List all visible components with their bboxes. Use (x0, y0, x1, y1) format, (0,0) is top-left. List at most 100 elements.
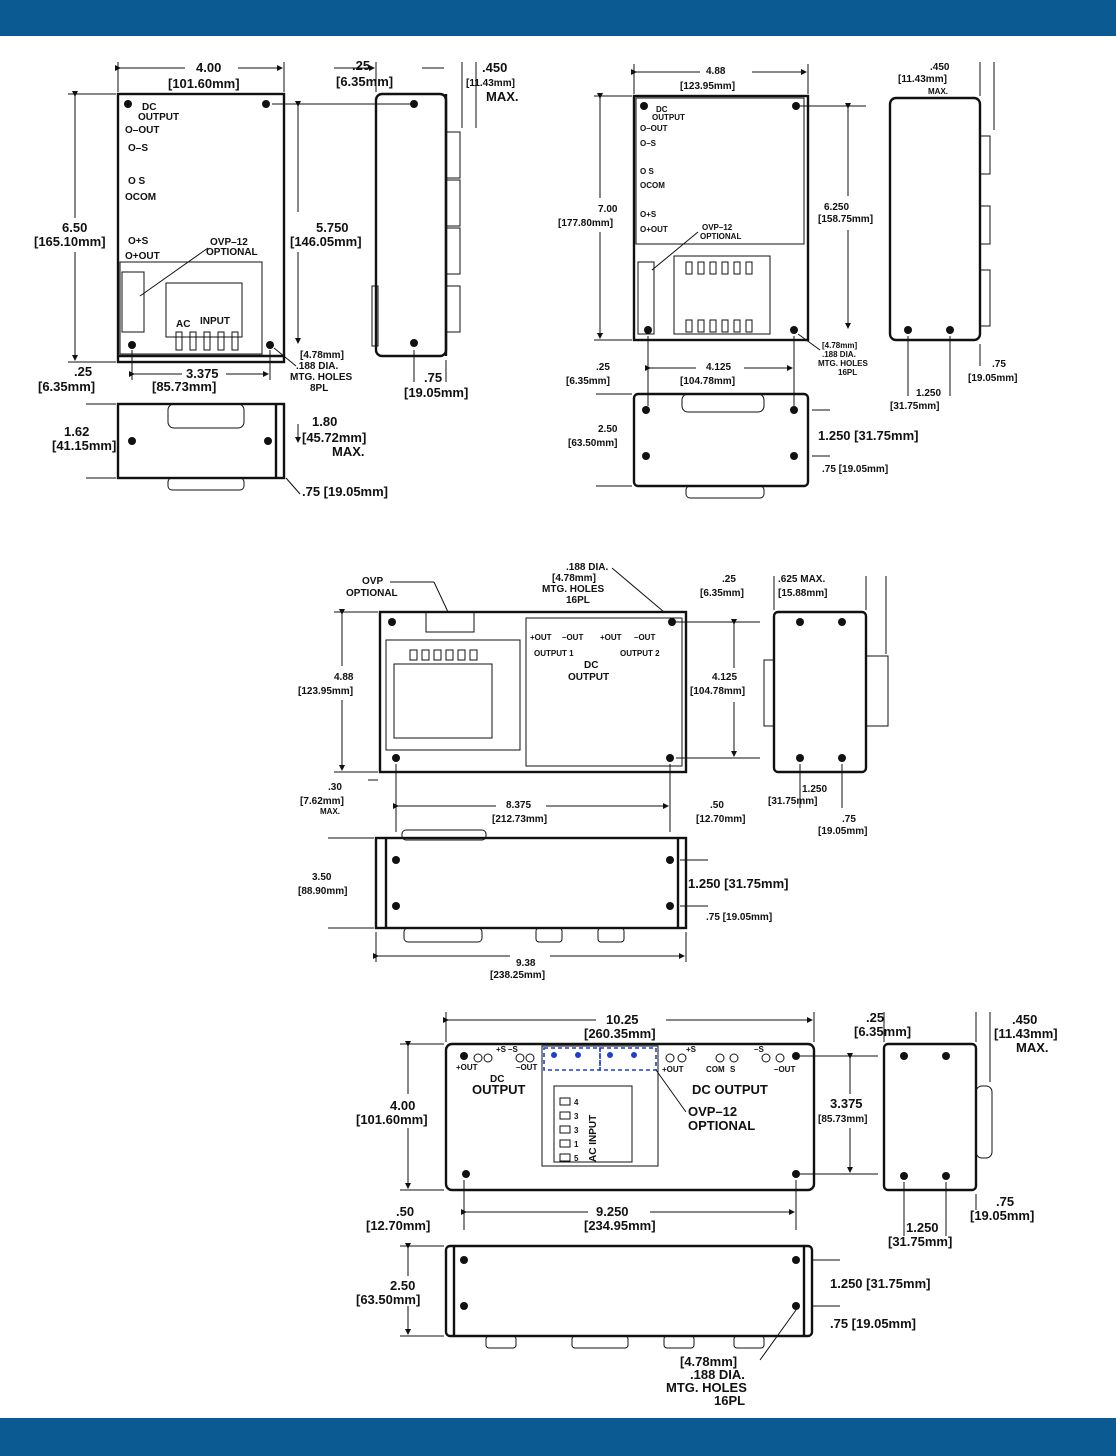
d1-side-offset: .25 (352, 58, 370, 73)
d3-low-mm: [7.62mm] (300, 796, 344, 807)
d3-front-spacing: 1.250 [31.75mm] (688, 876, 788, 891)
d2-holes-mtg: MTG. HOLES (818, 359, 868, 368)
d1-holes-pl: 8PL (310, 383, 328, 394)
d4-terminal-s-pos-right: +S (686, 1045, 697, 1054)
d4-height-mm: [101.60mm] (356, 1112, 428, 1127)
drawing-2: DC OUTPUT O–OUT O–S O S OCOM O+S O+OUT O… (558, 62, 1017, 499)
d2-foot-mm: [19.05mm] (968, 373, 1017, 384)
d4-ovp-label: OVP–12 (688, 1104, 737, 1119)
d3-ovp-label: OVP (362, 576, 383, 587)
d3-width-mm: [238.25mm] (490, 970, 545, 981)
d1-width: 4.00 (196, 60, 221, 75)
d1-holes-width-mm: [85.73mm] (152, 379, 216, 394)
d4-holes-height-mm: [85.73mm] (818, 1114, 867, 1125)
d2-holes-height: 6.250 (824, 202, 849, 213)
d3-pl: 16PL (566, 595, 590, 606)
d2-terminal-out-pos: O+OUT (640, 225, 668, 234)
d3-terminal-1: +OUT (530, 633, 552, 642)
d4-front-height: 2.50 (390, 1278, 415, 1293)
drawing-4: +S –S +OUT –OUT DC OUTPUT +S –S +OUT COM… (356, 1010, 1058, 1408)
d4-holes-mm: [4.78mm] (680, 1354, 737, 1369)
d4-edge-mm: [12.70mm] (366, 1218, 430, 1233)
d2-side-spacing: 1.250 (916, 388, 941, 399)
d1-ac-label: AC (176, 319, 190, 330)
d3-holes-height: 4.125 (712, 672, 737, 683)
d2-front-view-outline (632, 392, 810, 488)
d3-output-2: OUTPUT 2 (620, 649, 660, 658)
d4-terminal-out-pos-right: +OUT (662, 1065, 684, 1074)
d2-terminal-out-neg: O–OUT (640, 124, 668, 133)
d4-terminal-s-neg-left: –S (508, 1045, 518, 1054)
d3-dia-mm: [4.78mm] (552, 573, 596, 584)
d4-side-max: .450 (1012, 1012, 1037, 1027)
d2-foot: .75 (992, 359, 1006, 370)
d1-holes-width: 3.375 (186, 366, 219, 381)
d4-pin-4: 1 (574, 1140, 579, 1149)
d1-edge: .25 (74, 364, 92, 379)
d4-ovp-slot-1 (543, 1047, 601, 1071)
d4-front-foot: .75 [19.05mm] (830, 1316, 916, 1331)
d3-mtg: MTG. HOLES (542, 584, 605, 595)
d1-side-max-label: MAX. (486, 89, 519, 104)
d2-height-mm: [177.80mm] (558, 218, 613, 229)
d2-side-spacing-mm: [31.75mm] (890, 401, 939, 412)
d4-side-offset: .25 (866, 1010, 884, 1025)
d2-holes-dia: .188 DIA. (822, 350, 856, 359)
d4-holes-mtg: MTG. HOLES (666, 1380, 747, 1395)
d3-side-view-outline (772, 610, 868, 774)
d3-low: .30 (328, 782, 342, 793)
d4-holes-pl: 16PL (714, 1393, 745, 1408)
d2-holes-pl: 16PL (838, 368, 857, 377)
d4-terminal-s-pos-left: +S (496, 1045, 507, 1054)
d3-height-mm: [123.95mm] (298, 686, 353, 697)
d4-holes-height: 3.375 (830, 1096, 863, 1111)
d1-front-height: 1.62 (64, 424, 89, 439)
d3-top-view-outline (378, 610, 688, 774)
d2-dc-label: DC (656, 105, 668, 114)
d1-height-mm: [165.10mm] (34, 234, 106, 249)
d1-width-mm: [101.60mm] (168, 76, 240, 91)
d1-terminal-out-neg: O–OUT (125, 125, 159, 136)
d1-side-max-mm: [11.43mm] (466, 78, 515, 89)
d2-output-label: OUTPUT (652, 113, 685, 122)
d2-holes-height-mm: [158.75mm] (818, 214, 873, 225)
d3-side-spacing-mm: [31.75mm] (768, 796, 817, 807)
d1-terminal-s-plus: O+S (128, 236, 149, 247)
d4-width-mm: [260.35mm] (584, 1026, 656, 1041)
d2-holes-width: 4.125 (706, 362, 731, 373)
d1-front-max: 1.80 (312, 414, 337, 429)
d4-front-height-mm: [63.50mm] (356, 1292, 420, 1307)
d3-terminal-4: –OUT (634, 633, 655, 642)
d1-holes-height: 5.750 (316, 220, 349, 235)
d3-side-max: .625 MAX. (778, 574, 825, 585)
d1-edge-mm: [6.35mm] (38, 379, 95, 394)
d1-front-view-outline (116, 402, 286, 480)
d1-terminal-out-pos: O+OUT (125, 251, 160, 262)
d4-terminal-s: S (730, 1065, 736, 1074)
d3-holes-width-mm: [212.73mm] (492, 814, 547, 825)
d2-front-spacing: 1.250 [31.75mm] (818, 428, 918, 443)
d4-holes-width-mm: [234.95mm] (584, 1218, 656, 1233)
d2-holes-mm: [4.78mm] (822, 341, 857, 350)
d4-terminal-out-neg-right: –OUT (774, 1065, 795, 1074)
d4-optional-label: OPTIONAL (688, 1118, 755, 1133)
d4-foot: .75 (996, 1194, 1014, 1209)
d4-dc-output-label: DC OUTPUT (692, 1082, 768, 1097)
d4-terminal-out-pos-left: +OUT (456, 1063, 478, 1072)
d1-front-max-label: MAX. (332, 444, 365, 459)
d3-terminal-2: –OUT (562, 633, 583, 642)
d2-terminal-com: OCOM (640, 181, 665, 190)
d2-side-max: .450 (930, 62, 950, 73)
d1-side-max: .450 (482, 60, 507, 75)
d3-edge: .50 (710, 800, 724, 811)
d3-front-height: 3.50 (312, 872, 332, 883)
d3-foot: .75 (842, 814, 856, 825)
d1-front-foot: .75 [19.05mm] (302, 484, 388, 499)
d4-output-label: OUTPUT (472, 1082, 526, 1097)
d2-side-max-mm: [11.43mm] (898, 74, 947, 85)
d1-holes-mm: [4.78mm] (300, 350, 344, 361)
d1-terminal-s-pos: O S (128, 176, 146, 187)
d4-ac-input-label: AC INPUT (588, 1115, 599, 1162)
d1-optional-label: OPTIONAL (206, 247, 258, 258)
